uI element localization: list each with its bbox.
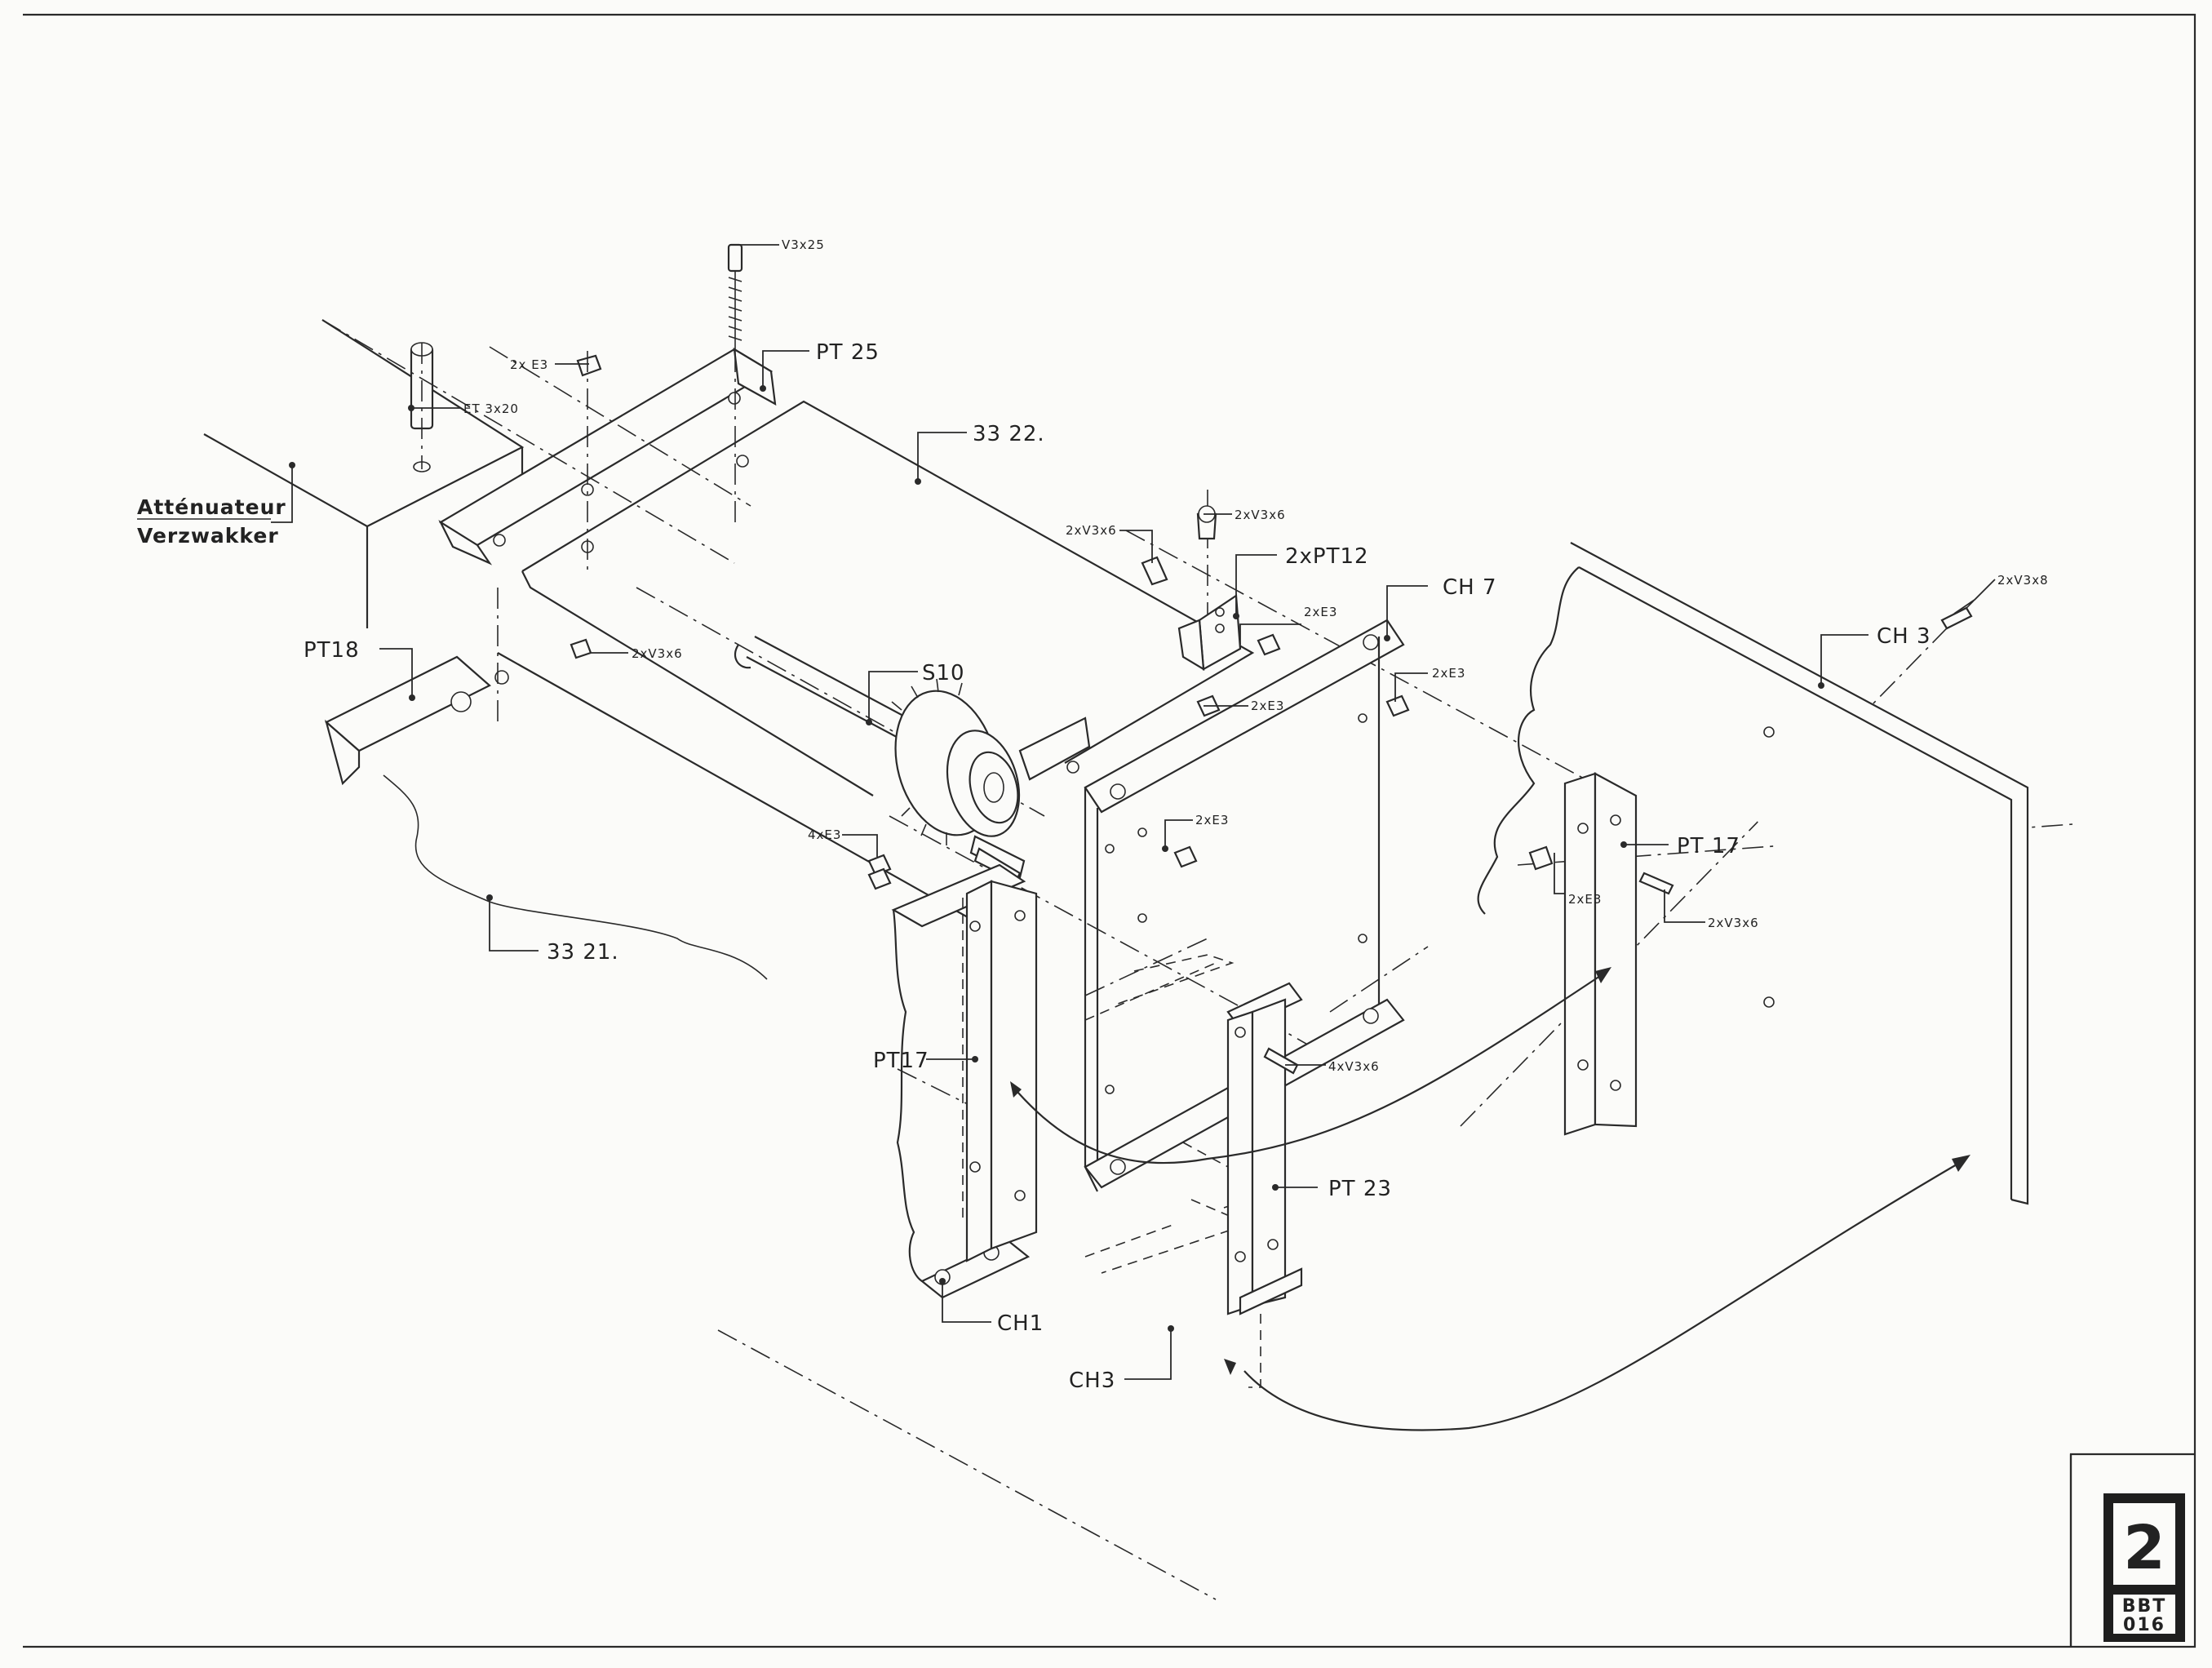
bracket-pt25 <box>438 347 777 566</box>
label-v3x25: V3x25 <box>782 237 825 252</box>
circuit-board-3322 <box>521 400 1255 796</box>
label-v3x6-left: 2xV3x6 <box>632 646 683 661</box>
screws-v3x6-pt23 <box>1263 1047 1299 1075</box>
sheet-number: 2 <box>2123 1513 2165 1583</box>
label-et3x20: ET 3x20 <box>463 401 519 416</box>
label-v3x6-d: 4xV3x6 <box>1328 1059 1380 1074</box>
label-ch1: CH1 <box>997 1311 1044 1336</box>
label-e3-g: 2xE3 <box>1195 813 1229 827</box>
drawing-code-line1: BBT <box>2122 1596 2167 1617</box>
label-3322: 33 22. <box>973 422 1045 446</box>
label-attenuateur: Atténuateur <box>137 495 286 519</box>
label-s10: S10 <box>922 661 965 685</box>
title-block: 2 BBT 016 <box>2103 1493 2185 1642</box>
bracket-pt17-left <box>962 880 1038 1262</box>
label-3321: 33 21. <box>547 940 619 965</box>
label-ch3-bottom: CH3 <box>1069 1369 1115 1393</box>
label-pt17-right: PT 17 <box>1677 834 1740 858</box>
leaders <box>271 244 1996 1380</box>
label-v3x6-a: 2xV3x6 <box>1066 523 1117 538</box>
label-verzwakker: Verzwakker <box>137 524 279 548</box>
label-ch7: CH 7 <box>1443 575 1497 600</box>
nuts-e3 <box>570 633 1410 890</box>
bracket-pt17-right <box>1563 772 1638 1136</box>
label-e3-c: 2xE3 <box>1304 605 1337 619</box>
label-e3-h: 2xE3 <box>1568 892 1602 907</box>
label-e3-d: 2xE3 <box>1251 699 1284 713</box>
label-pt18: PT18 <box>304 638 360 663</box>
bracket-pt12 <box>1177 594 1242 672</box>
label-e3-f: 4xE3 <box>808 827 841 842</box>
drawing-code-line2: 016 <box>2123 1615 2165 1635</box>
label-pt23: PT 23 <box>1328 1177 1392 1201</box>
panel-ch3 <box>1477 542 2029 1205</box>
label-pt12: 2xPT12 <box>1285 544 1369 569</box>
label-v3x8: 2xV3x8 <box>1997 573 2049 588</box>
labels: Atténuateur Verzwakker PT 25 33 22. V3x2… <box>137 237 2049 1393</box>
label-e3-top: 2x E3 <box>510 357 548 372</box>
label-v3x6-c: 2xV3x6 <box>1708 916 1759 930</box>
rotary-switch-s10 <box>891 678 1091 845</box>
screw-v3x25 <box>727 243 743 349</box>
attenuator-box <box>203 319 525 628</box>
drawing-border <box>23 13 2196 1648</box>
label-ch3-right: CH 3 <box>1877 624 1931 649</box>
assembly-arrows <box>1010 967 1970 1431</box>
nut-top <box>576 354 602 377</box>
screws-near-pt17-right <box>1528 606 1973 895</box>
label-e3-e: 2xE3 <box>1432 666 1465 681</box>
label-pt25: PT 25 <box>816 340 880 365</box>
label-v3x6-b: 2xV3x6 <box>1235 508 1286 522</box>
label-pt17-left: PT17 <box>873 1049 929 1073</box>
bracket-pt23 <box>1226 982 1303 1388</box>
bracket-pt18 <box>325 655 509 786</box>
